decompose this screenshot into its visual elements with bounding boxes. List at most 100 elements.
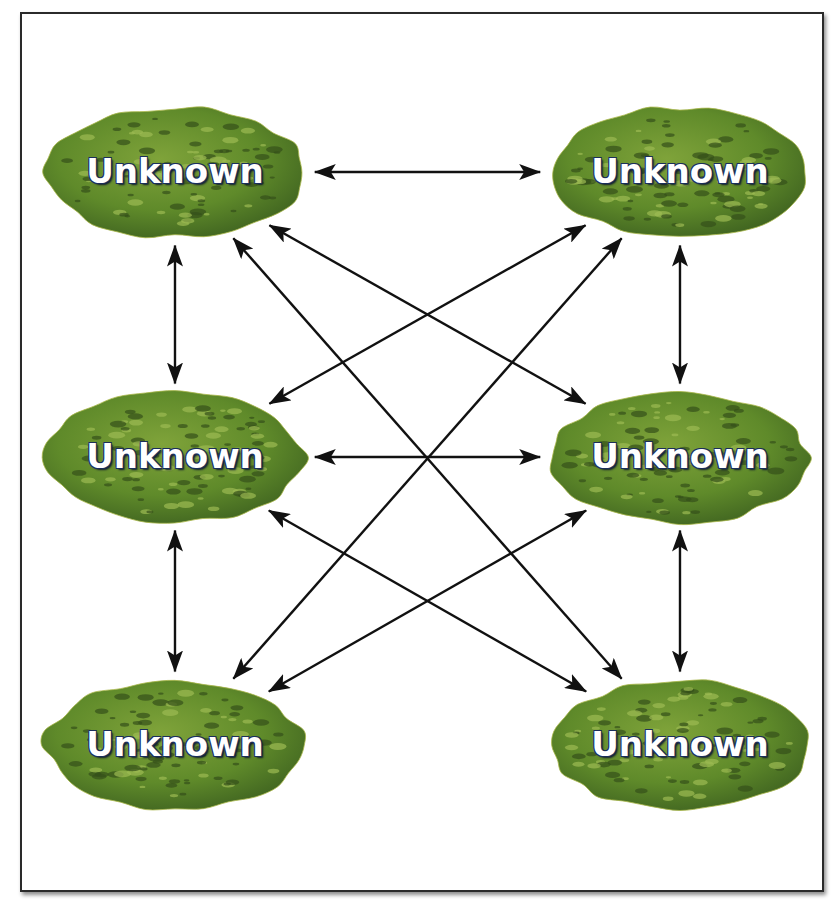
leaf-texture xyxy=(169,482,178,485)
leaf-texture xyxy=(733,697,748,703)
leaf-texture xyxy=(614,778,625,782)
leaf-texture xyxy=(681,687,695,693)
leaf-texture xyxy=(617,421,625,424)
leaf-texture xyxy=(166,783,178,788)
leaf-texture xyxy=(249,416,254,418)
leaf-texture xyxy=(129,419,143,425)
leaf-texture xyxy=(730,205,746,211)
leaf-texture xyxy=(187,488,203,495)
leaf-texture xyxy=(253,147,260,150)
leaf-texture xyxy=(710,476,723,481)
leaf-texture xyxy=(649,714,663,720)
leaf-texture xyxy=(241,127,255,133)
leaf-texture xyxy=(624,216,635,221)
leaf-texture xyxy=(604,476,612,479)
leaf-texture xyxy=(573,761,585,766)
leaf-texture xyxy=(693,793,707,799)
leaf-texture xyxy=(152,117,158,119)
leaf-texture xyxy=(133,478,141,481)
leaf-texture xyxy=(264,441,278,447)
double-arrow xyxy=(269,225,585,403)
leaf-texture xyxy=(89,767,102,772)
leaf-texture xyxy=(156,412,167,416)
leaf-texture xyxy=(198,497,204,499)
leaf-texture xyxy=(159,130,171,135)
leaf-texture xyxy=(128,193,134,196)
leaf-texture xyxy=(752,190,765,195)
leaf-texture xyxy=(694,190,709,196)
leaf-texture xyxy=(201,126,214,131)
leaf-texture xyxy=(198,484,208,488)
leaf-texture xyxy=(729,774,742,779)
leaf-texture xyxy=(128,413,143,419)
leaf-texture xyxy=(269,196,276,199)
leaf-texture xyxy=(710,702,717,705)
leaf-texture xyxy=(206,432,221,438)
leaf-texture xyxy=(158,488,164,490)
leaf-texture xyxy=(138,498,145,501)
leaf-texture xyxy=(226,149,233,152)
leaf-texture xyxy=(178,501,195,508)
leaf-texture xyxy=(618,411,626,414)
leaf-texture xyxy=(621,494,633,499)
leaf-texture xyxy=(664,120,671,123)
leaf-texture xyxy=(198,203,205,206)
leaf-texture xyxy=(243,719,253,723)
leaf-texture xyxy=(747,196,753,198)
leaf-texture xyxy=(628,199,634,201)
leaf-texture xyxy=(260,144,266,146)
leaf-texture xyxy=(185,121,199,127)
leaf-texture xyxy=(220,409,226,411)
bush-outline xyxy=(553,106,806,235)
leaf-texture xyxy=(205,411,215,415)
node-label: Unknown xyxy=(591,153,769,190)
leaf-texture xyxy=(253,719,269,726)
leaf-texture xyxy=(664,192,674,196)
leaf-texture xyxy=(734,408,744,412)
leaf-texture xyxy=(223,136,239,142)
leaf-texture xyxy=(744,129,750,131)
leaf-texture xyxy=(652,498,664,503)
leaf-texture xyxy=(687,406,700,411)
leaf-texture xyxy=(605,136,617,141)
leaf-texture xyxy=(244,204,252,207)
leaf-texture xyxy=(231,209,237,211)
leaf-texture xyxy=(228,717,236,720)
leaf-texture xyxy=(122,476,133,480)
leaf-texture xyxy=(138,694,154,701)
leaf-texture xyxy=(167,699,183,706)
leaf-texture xyxy=(587,714,603,721)
leaf-texture xyxy=(140,509,152,514)
leaf-texture xyxy=(785,456,798,461)
leaf-texture xyxy=(631,410,647,417)
leaf-texture xyxy=(747,721,753,723)
leaf-texture xyxy=(585,431,601,437)
leaf-texture xyxy=(662,123,671,126)
leaf-texture xyxy=(72,469,87,475)
leaf-texture xyxy=(214,776,223,780)
leaf-texture xyxy=(678,496,691,501)
leaf-texture xyxy=(136,776,147,781)
leaf-texture xyxy=(215,426,229,432)
leaf-texture xyxy=(75,199,81,201)
leaf-texture xyxy=(169,779,180,784)
leaf-texture xyxy=(237,426,246,429)
leaf-texture xyxy=(208,416,216,419)
leaf-texture xyxy=(138,719,152,725)
leaf-texture xyxy=(662,142,674,147)
leaf-texture xyxy=(200,708,211,713)
leaf-texture xyxy=(170,203,185,209)
leaf-texture xyxy=(157,210,166,213)
leaf-texture xyxy=(684,687,694,691)
leaf-texture xyxy=(245,421,257,426)
leaf-texture xyxy=(113,127,122,131)
bush-node: Unknown xyxy=(546,678,814,813)
leaf-texture xyxy=(128,122,141,127)
leaf-texture xyxy=(270,176,275,178)
leaf-texture xyxy=(190,208,206,215)
leaf-texture xyxy=(704,693,719,699)
leaf-texture xyxy=(136,712,150,718)
leaf-texture xyxy=(239,475,255,482)
leaf-texture xyxy=(698,714,703,716)
leaf-texture xyxy=(682,510,690,513)
